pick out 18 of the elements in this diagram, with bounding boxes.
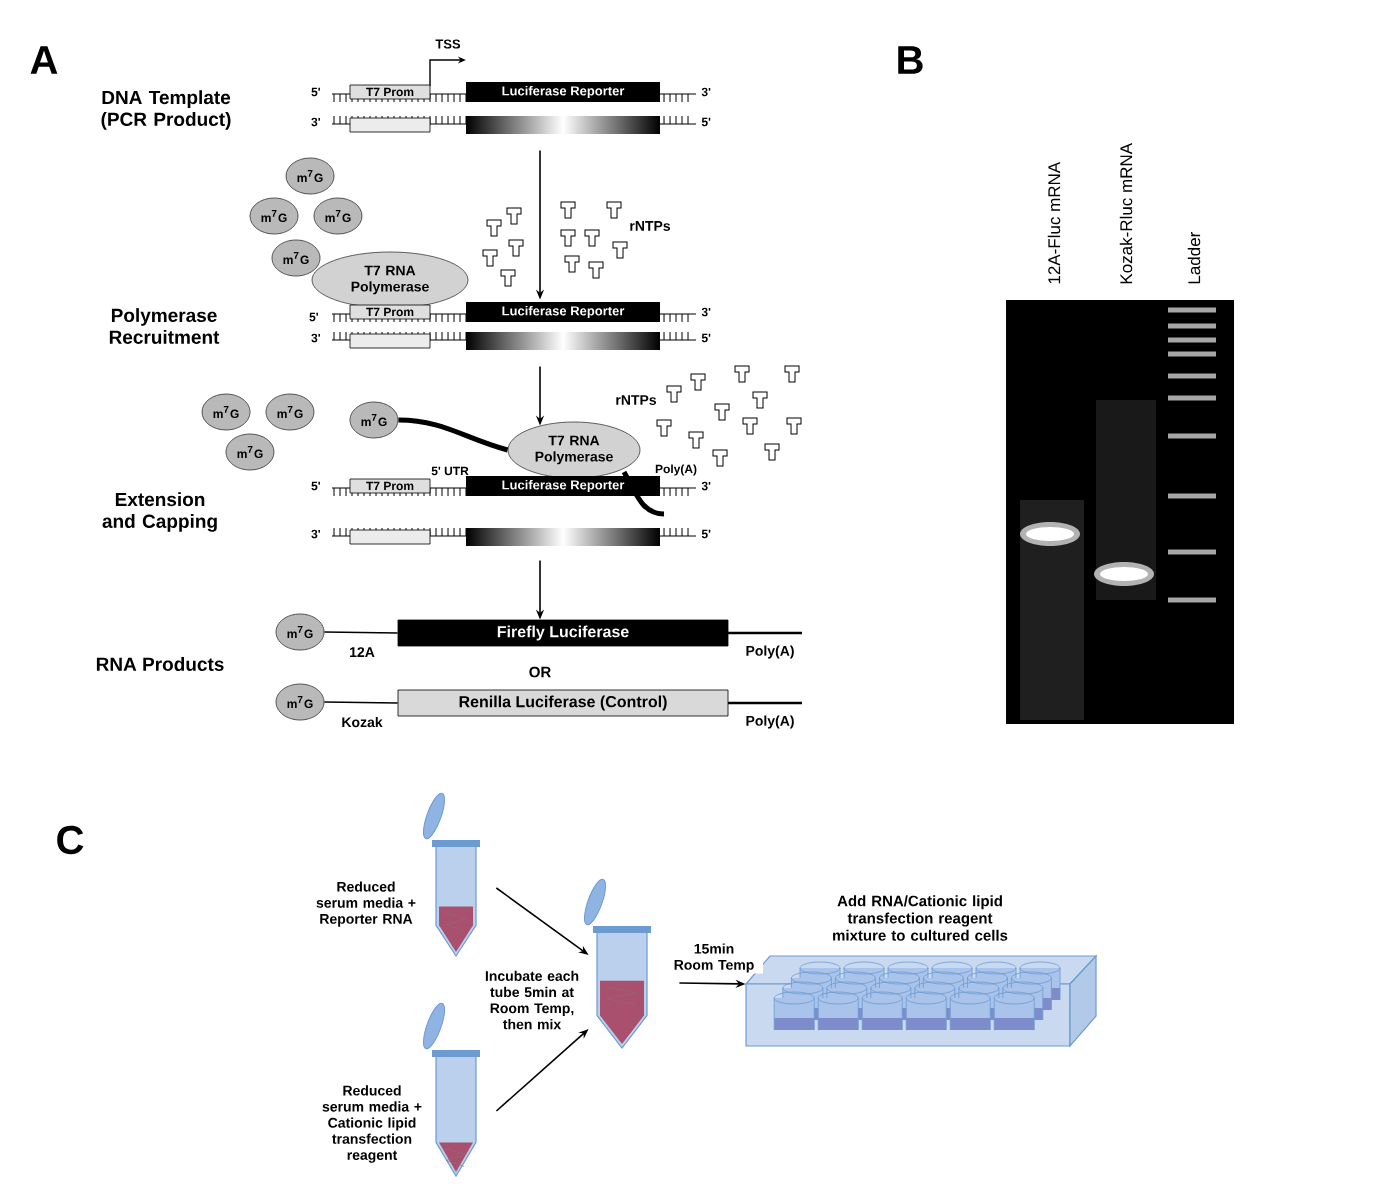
stage-label: Polymerase Recruitment bbox=[109, 308, 220, 344]
panel-letter: B bbox=[898, 46, 923, 74]
stage-label: DNA Template (PCR Product) bbox=[101, 90, 231, 130]
connector-line bbox=[323, 631, 399, 634]
panel-letter: A bbox=[30, 46, 58, 74]
coding-region-box: Firefly Luciferase bbox=[397, 619, 729, 647]
stage-label: Extension and Capping bbox=[102, 492, 217, 532]
tube-drawing bbox=[584, 878, 651, 1049]
lane-label: Kozak-Rluc mRNA bbox=[1119, 143, 1133, 284]
coding-region-box: Renilla Luciferase (Control) bbox=[397, 689, 729, 717]
lane-label: Ladder bbox=[1187, 232, 1201, 284]
panel-letter: C bbox=[57, 825, 84, 855]
connector-line bbox=[323, 701, 399, 704]
lane-label: 12A-Fluc mRNA bbox=[1047, 161, 1061, 284]
stage-label: RNA Products bbox=[96, 657, 224, 671]
tube-drawing bbox=[423, 792, 480, 958]
rna-strand bbox=[398, 417, 509, 453]
tube-drawing bbox=[423, 1002, 480, 1178]
